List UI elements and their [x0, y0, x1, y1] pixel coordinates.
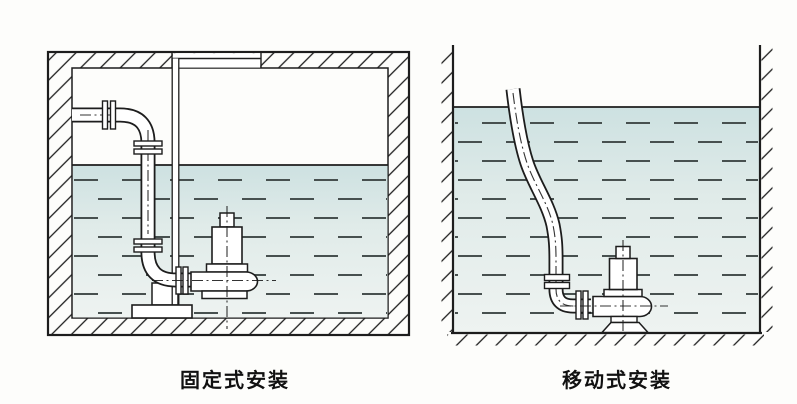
pump-foot	[600, 321, 650, 334]
hose-coupling	[543, 273, 571, 290]
pump-volute	[190, 271, 259, 292]
guide-rail	[171, 58, 180, 305]
fixed-installation-figure	[46, 50, 411, 337]
pump-inlet-flange	[582, 290, 589, 320]
discharge-hose	[505, 88, 591, 314]
figure-caption-fixed: 固定式安装	[180, 370, 290, 392]
discharge-pipe	[72, 107, 191, 288]
pump-inlet-flange	[575, 290, 582, 320]
figure-caption-mobile: 移动式安装	[562, 370, 672, 392]
pipe-flanges	[101, 100, 163, 253]
pump-base	[610, 315, 638, 324]
submersible-pump-fixed	[152, 206, 276, 329]
submersible-pump-mobile	[560, 240, 668, 334]
access-hatch-cover	[171, 53, 262, 68]
fixed-tank-wall	[46, 50, 411, 337]
pump-base	[201, 290, 248, 300]
mobile-installation-figure	[441, 45, 773, 346]
